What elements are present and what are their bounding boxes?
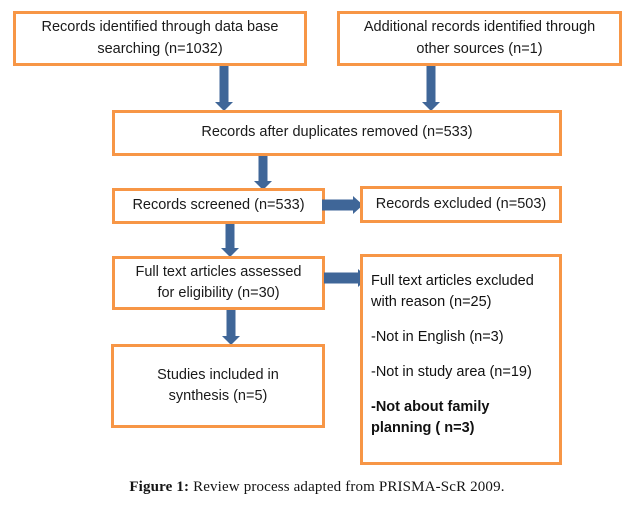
box-label: Records screened (n=533) bbox=[132, 197, 305, 214]
box-records-excluded: Records excluded (n=503) bbox=[360, 186, 562, 223]
box-label: Additional records identified through ot… bbox=[363, 19, 596, 57]
box-label: Records excluded (n=503) bbox=[375, 195, 547, 212]
figure-caption: Figure 1: Review process adapted from PR… bbox=[0, 479, 634, 496]
exclusion-reason-not-in-english: -Not in English (n=3) bbox=[371, 329, 504, 346]
arrow-head bbox=[254, 181, 272, 190]
arrow-head bbox=[215, 102, 233, 111]
box-label: Records after duplicates removed (n=533) bbox=[201, 124, 473, 141]
box-records-after-duplicates-removed: Records after duplicates removed (n=533) bbox=[112, 110, 562, 156]
box-label: Records identified through data base sea… bbox=[41, 19, 279, 57]
box-records-screened: Records screened (n=533) bbox=[112, 188, 325, 224]
arrow-shaft bbox=[258, 156, 268, 181]
panel-heading: Full text articles excluded with reason … bbox=[371, 273, 534, 311]
arrow-shaft bbox=[324, 272, 358, 284]
box-label: Full text articles assessed for eligibil… bbox=[135, 263, 302, 301]
arrow-head bbox=[222, 336, 240, 345]
arrow-shaft bbox=[219, 66, 229, 102]
arrow-head bbox=[221, 248, 239, 257]
arrow-shaft bbox=[225, 224, 235, 248]
figure-caption-text: Review process adapted from PRISMA-ScR 2… bbox=[189, 479, 505, 495]
arrow-shaft bbox=[226, 310, 236, 336]
exclusion-reason-not-in-study-area: -Not in study area (n=19) bbox=[371, 364, 532, 381]
panel-fulltext-excluded-reasons: Full text articles excluded with reason … bbox=[360, 254, 562, 465]
box-studies-included-synthesis: Studies included in synthesis (n=5) bbox=[111, 344, 325, 428]
box-records-identified-other-sources: Additional records identified through ot… bbox=[337, 11, 622, 66]
figure-caption-label: Figure 1: bbox=[129, 479, 190, 495]
arrow-shaft bbox=[322, 199, 353, 211]
box-label: Studies included in synthesis (n=5) bbox=[157, 366, 279, 404]
arrow-head bbox=[422, 102, 440, 111]
arrow-head bbox=[353, 196, 363, 214]
arrow-shaft bbox=[426, 66, 436, 102]
box-records-identified-database: Records identified through data base sea… bbox=[13, 11, 307, 66]
exclusion-reason-not-about-family-planning: -Not about family planning ( n=3) bbox=[371, 399, 490, 437]
box-fulltext-assessed-eligibility: Full text articles assessed for eligibil… bbox=[112, 256, 325, 310]
